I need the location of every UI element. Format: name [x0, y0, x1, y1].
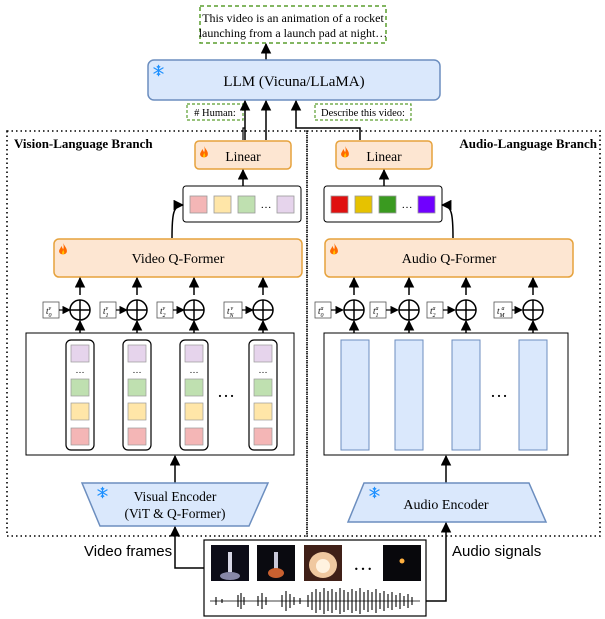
output-text-box: This video is an animation of a rocket l…: [199, 5, 388, 44]
svg-text:t0v: t0v: [46, 306, 52, 319]
input-media-box: …: [203, 539, 427, 617]
audio-columns-ellipsis: …: [490, 381, 508, 401]
audio-feature-column: [451, 339, 481, 451]
frame-feature-column: …: [248, 339, 278, 451]
audio-qformer-label: Audio Q-Former: [402, 252, 497, 267]
audio-signals-label: Audio signals: [452, 543, 541, 560]
audio-to-llm-arrow: [290, 99, 361, 140]
vision-linear-box: Linear: [194, 140, 292, 170]
svg-text:t1v: t1v: [103, 306, 109, 319]
audio-branch-border: [306, 130, 601, 537]
video-pos-embed-2: t2v: [156, 301, 174, 319]
audio-pos-embed-m: tMa: [493, 301, 513, 319]
audio-pos-embed-1: t1a: [369, 301, 387, 319]
svg-text:…: …: [190, 365, 199, 375]
visual-encoder-label-2: (ViT & Q-Former): [125, 506, 226, 521]
output-text-line1: This video is an animation of a rocket: [202, 11, 384, 25]
video-pos-embed-1: t1v: [99, 301, 117, 319]
vision-token-ellipsis: …: [261, 199, 272, 211]
prompt-describe-label: Describe this video:: [321, 108, 405, 119]
audio-feature-column: [340, 339, 370, 451]
audio-qformer-box: Audio Q-Former: [324, 238, 574, 278]
audio-waveform: [210, 588, 420, 614]
vision-linear-label: Linear: [225, 149, 261, 164]
video-frames-ellipsis: …: [353, 553, 373, 575]
frame-columns-ellipsis: …: [217, 381, 235, 401]
svg-text:t1a: t1a: [373, 306, 379, 319]
svg-text:t2a: t2a: [430, 306, 436, 319]
video-frame-thumbnail: [211, 545, 249, 581]
visual-encoder-label-1: Visual Encoder: [134, 489, 217, 504]
audio-token: [330, 195, 349, 214]
video-frame-features: … … … … …: [25, 332, 295, 456]
audio-token-ellipsis: …: [402, 199, 413, 211]
audio-encoder-box: Audio Encoder: [346, 482, 548, 523]
vision-token: [213, 195, 232, 214]
svg-text:t0a: t0a: [318, 306, 324, 319]
vision-token: [237, 195, 256, 214]
svg-text:tMa: tMa: [497, 306, 506, 319]
svg-text:…: …: [259, 365, 268, 375]
audio-position-embeddings: t0a t1a t2a tMa: [314, 276, 544, 340]
llm-label: LLM (Vicuna/LLaMA): [223, 74, 364, 90]
prompt-describe-box: Describe this video:: [314, 103, 412, 121]
audio-linear-label: Linear: [366, 149, 402, 164]
svg-text:…: …: [76, 365, 85, 375]
prompt-human-box: # Human:: [186, 103, 244, 121]
audio-token: [378, 195, 397, 214]
frame-feature-column: …: [65, 339, 95, 451]
audio-token: [417, 195, 436, 214]
vision-branch-border: [6, 130, 308, 537]
audio-feature-column: [518, 339, 548, 451]
video-qformer-box: Video Q-Former: [53, 238, 303, 278]
output-text-line2: launching from a launch pad at night…: [199, 26, 388, 40]
video-frame-thumbnail: [304, 545, 342, 581]
audio-pos-embed-0: t0a: [314, 301, 332, 319]
vision-token: [276, 195, 295, 214]
video-position-embeddings: t0v t1v t2v tNv: [42, 276, 274, 340]
video-frames-label: Video frames: [84, 543, 172, 560]
svg-text:t2v: t2v: [160, 306, 166, 319]
audio-token: [354, 195, 373, 214]
visual-encoder-box: Visual Encoder (ViT & Q-Former): [80, 482, 270, 527]
audio-token-strip: …: [323, 185, 443, 223]
audio-to-audio-encoder-arrow: [426, 521, 452, 602]
frames-to-visual-encoder-arrow: [169, 525, 204, 569]
video-frame-thumbnail: [257, 545, 295, 581]
video-frame-thumbnail: [383, 545, 421, 581]
vision-token-strip: …: [182, 185, 302, 223]
frame-feature-column: …: [122, 339, 152, 451]
audio-branch-title: Audio-Language Branch: [459, 136, 597, 151]
llm-box: LLM (Vicuna/LLaMA): [147, 59, 441, 101]
svg-text:tNv: tNv: [227, 306, 235, 319]
audio-linear-box: Linear: [335, 140, 433, 170]
video-pos-embed-n: tNv: [223, 301, 243, 319]
video-qformer-label: Video Q-Former: [132, 252, 225, 267]
audio-feature-column: [394, 339, 424, 451]
prompt-human-label: # Human:: [194, 108, 236, 119]
svg-text:…: …: [133, 365, 142, 375]
audio-encoder-label: Audio Encoder: [403, 498, 488, 513]
frame-feature-column: …: [179, 339, 209, 451]
vision-token: [189, 195, 208, 214]
vision-branch-title: Vision-Language Branch: [14, 136, 153, 151]
audio-pos-embed-2: t2a: [426, 301, 444, 319]
video-pos-embed-0: t0v: [42, 301, 60, 319]
audio-segment-features: …: [323, 332, 569, 456]
